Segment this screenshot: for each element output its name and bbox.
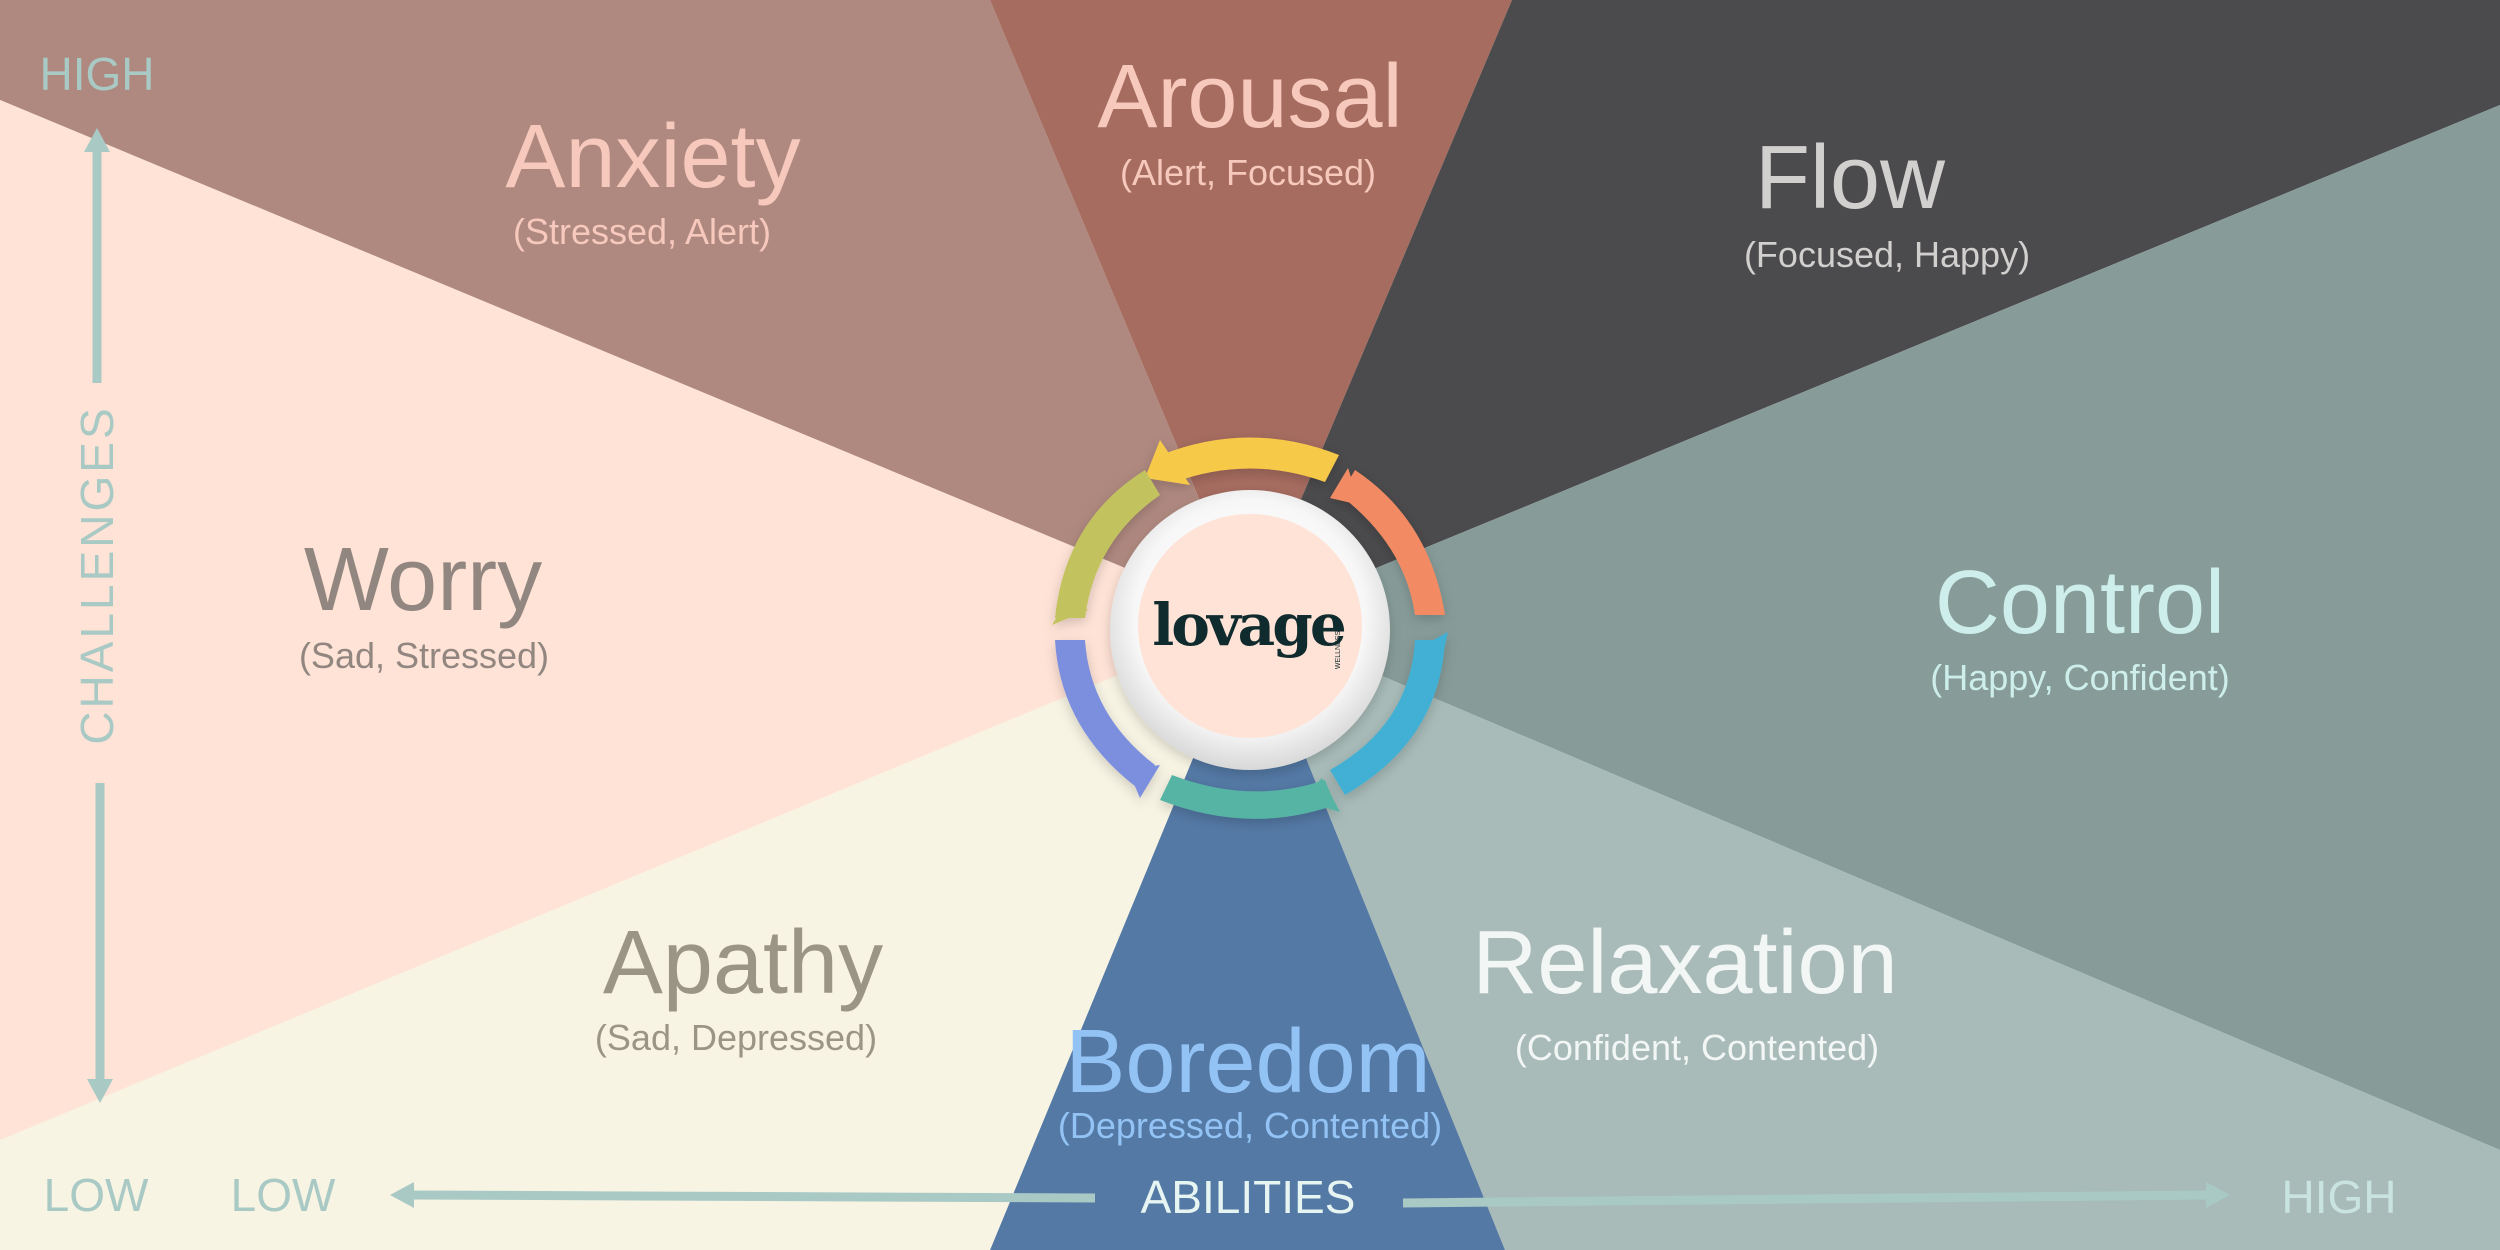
sector-control <box>1250 105 2500 1150</box>
flow-subtitle: (Focused, Happy) <box>1743 234 2031 275</box>
control-title: Control <box>1934 553 2226 653</box>
cycle-arrow-teal <box>1160 775 1335 819</box>
cycle-arrowhead-blue <box>1415 632 1448 668</box>
cycle-arrow-purple <box>1055 640 1155 790</box>
cycle-ring <box>1052 437 1448 819</box>
sector-anxiety <box>0 0 1250 620</box>
sector-arousal <box>990 0 1512 620</box>
challenges-high-label: HIGH <box>39 48 155 100</box>
sector-relaxation <box>1250 620 2500 1250</box>
challenges-axis-label: CHALLENGES <box>71 405 123 745</box>
abilities-axis-label: ABILITIES <box>1140 1171 1356 1223</box>
anxiety-subtitle: (Stressed, Alert) <box>512 211 772 252</box>
cycle-arrow-green <box>1055 470 1160 618</box>
cycle-arrowhead-yellow <box>1145 440 1190 485</box>
apathy-title: Apathy <box>602 913 884 1013</box>
worry-subtitle: (Sad, Stressed) <box>298 635 550 676</box>
boredom-subtitle: (Depressed, Contented) <box>1057 1105 1443 1146</box>
abilities-axis-arrow <box>390 1182 2230 1208</box>
anxiety-title: Anxiety <box>505 107 801 207</box>
abilities-high-label: HIGH <box>2281 1171 2397 1223</box>
cycle-arrow-yellow <box>1161 437 1339 482</box>
arousal-title: Arousal <box>1097 47 1403 147</box>
cycle-arrowhead-purple <box>1128 765 1160 798</box>
worry-title: Worry <box>303 530 543 630</box>
boredom-title: Boredom <box>1065 1012 1431 1112</box>
sector-apathy <box>0 620 1250 1250</box>
challenges-axis-arrow <box>84 128 113 1103</box>
cycle-arrowhead-orange <box>1330 468 1360 505</box>
sector-worry <box>0 100 1250 1140</box>
relaxation-title: Relaxation <box>1472 913 1898 1013</box>
sector-flow <box>1250 0 2500 620</box>
lovage-logo: lovage <box>1152 591 1345 659</box>
cycle-arrowhead-green <box>1052 595 1088 625</box>
sector-boredom <box>990 620 1505 1250</box>
abilities-low-label: LOW <box>230 1169 336 1221</box>
center-circle-inner <box>1138 514 1362 738</box>
challenges-low-label: LOW <box>43 1169 149 1221</box>
cycle-arrowhead-teal <box>1300 778 1340 812</box>
lovage-logo-tagline: WELLNESS <box>1335 631 1342 669</box>
cycle-arrow-orange <box>1340 470 1445 615</box>
relaxation-subtitle: (Confident, Contented) <box>1514 1027 1880 1068</box>
cycle-arrow-blue <box>1330 640 1445 795</box>
arousal-subtitle: (Alert, Focused) <box>1119 152 1377 193</box>
flow-title: Flow <box>1754 128 1946 228</box>
control-subtitle: (Happy, Confident) <box>1930 657 2230 698</box>
apathy-subtitle: (Sad, Depressed) <box>594 1017 878 1058</box>
